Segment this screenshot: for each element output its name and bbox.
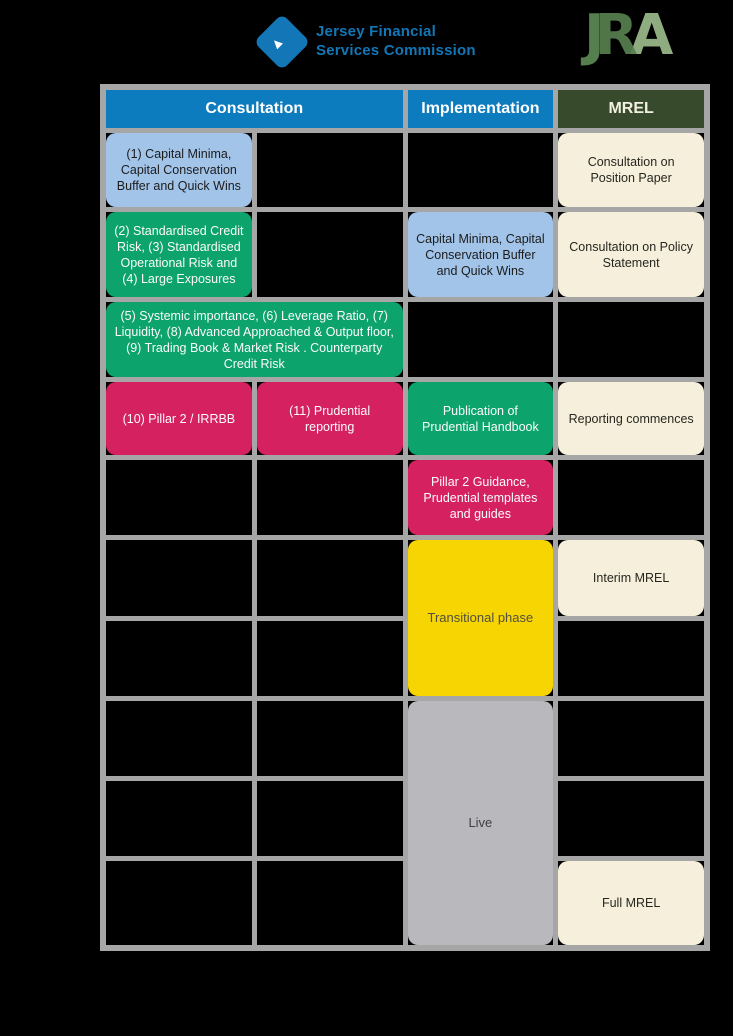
cell-consultation-policy-statement: Consultation on Policy Statement xyxy=(558,212,704,297)
cell-systemic-importance-group-label: (5) Systemic importance, (6) Leverage Ra… xyxy=(106,302,403,377)
cell-capital-minima-consultation: (1) Capital Minima, Capital Conservation… xyxy=(106,133,252,207)
empty-cell xyxy=(106,621,252,696)
cell-pillar2-irrbb-label: (10) Pillar 2 / IRRBB xyxy=(106,382,252,455)
empty-cell xyxy=(407,302,554,377)
jra-logo: JRA xyxy=(584,8,673,64)
empty-cell xyxy=(106,460,252,535)
jra-letter-j: J xyxy=(584,3,605,68)
jfsc-wordmark-line1: Jersey Financial xyxy=(316,23,436,41)
header-mrel: MREL xyxy=(558,90,704,128)
cell-prudential-reporting-label: (11) Prudential reporting xyxy=(256,382,403,455)
cell-full-mrel-label: Full MREL xyxy=(558,861,704,945)
jfsc-logo: Jersey Financial Services Commission xyxy=(253,13,476,71)
cell-systemic-importance-group: (5) Systemic importance, (6) Leverage Ra… xyxy=(106,302,403,377)
cell-capital-minima-consultation-label: (1) Capital Minima, Capital Conservation… xyxy=(106,133,252,207)
empty-cell xyxy=(256,460,403,535)
cell-capital-minima-implementation: Capital Minima, Capital Conservation Buf… xyxy=(407,212,554,297)
empty-cell xyxy=(558,701,704,776)
cell-prudential-reporting: (11) Prudential reporting xyxy=(256,382,403,455)
cell-live-label: Live xyxy=(407,701,554,945)
cell-transitional-phase-label: Transitional phase xyxy=(407,540,554,696)
cell-standardised-risks-label: (2) Standardised Credit Risk, (3) Standa… xyxy=(106,212,252,297)
cell-pillar2-guidance-label: Pillar 2 Guidance, Prudential templates … xyxy=(407,460,554,535)
cell-live: Live xyxy=(407,701,554,945)
jfsc-diamond-icon xyxy=(253,13,311,71)
empty-cell xyxy=(106,701,252,776)
empty-cell xyxy=(256,861,403,945)
empty-cell xyxy=(256,540,403,616)
cell-capital-minima-implementation-label: Capital Minima, Capital Conservation Buf… xyxy=(407,212,554,297)
empty-cell xyxy=(256,781,403,856)
cell-full-mrel: Full MREL xyxy=(558,861,704,945)
empty-cell xyxy=(106,781,252,856)
jfsc-wordmark-line2: Services Commission xyxy=(316,42,476,59)
empty-cell xyxy=(256,621,403,696)
cell-pillar2-irrbb: (10) Pillar 2 / IRRBB xyxy=(106,382,252,455)
empty-cell xyxy=(558,781,704,856)
empty-cell xyxy=(256,701,403,776)
cell-consultation-policy-statement-label: Consultation on Policy Statement xyxy=(558,212,704,297)
cell-consultation-position-paper-label: Consultation on Position Paper xyxy=(558,133,704,207)
empty-cell xyxy=(558,460,704,535)
timeline-table: Consultation Implementation MREL (1) Cap… xyxy=(100,84,710,951)
cell-reporting-commences-label: Reporting commences xyxy=(558,382,704,455)
header-implementation: Implementation xyxy=(407,90,554,128)
cell-transitional-phase: Transitional phase xyxy=(407,540,554,696)
empty-cell xyxy=(558,302,704,377)
cell-publication-prudential-handbook-label: Publication of Prudential Handbook xyxy=(407,382,554,455)
cell-consultation-position-paper: Consultation on Position Paper xyxy=(558,133,704,207)
empty-cell xyxy=(256,212,403,297)
header-consultation: Consultation xyxy=(106,90,403,128)
cell-interim-mrel: Interim MREL xyxy=(558,540,704,616)
cell-publication-prudential-handbook: Publication of Prudential Handbook xyxy=(407,382,554,455)
jra-letter-a: A xyxy=(629,3,673,68)
empty-cell xyxy=(558,621,704,696)
empty-cell xyxy=(106,540,252,616)
empty-cell xyxy=(256,133,403,207)
jfsc-wordmark: Jersey Financial Services Commission xyxy=(316,23,476,61)
jra-letter-r: R xyxy=(594,3,638,68)
cell-interim-mrel-label: Interim MREL xyxy=(558,540,704,616)
cell-standardised-risks: (2) Standardised Credit Risk, (3) Standa… xyxy=(106,212,252,297)
empty-cell xyxy=(407,133,554,207)
cell-reporting-commences: Reporting commences xyxy=(558,382,704,455)
cell-pillar2-guidance: Pillar 2 Guidance, Prudential templates … xyxy=(407,460,554,535)
empty-cell xyxy=(106,861,252,945)
